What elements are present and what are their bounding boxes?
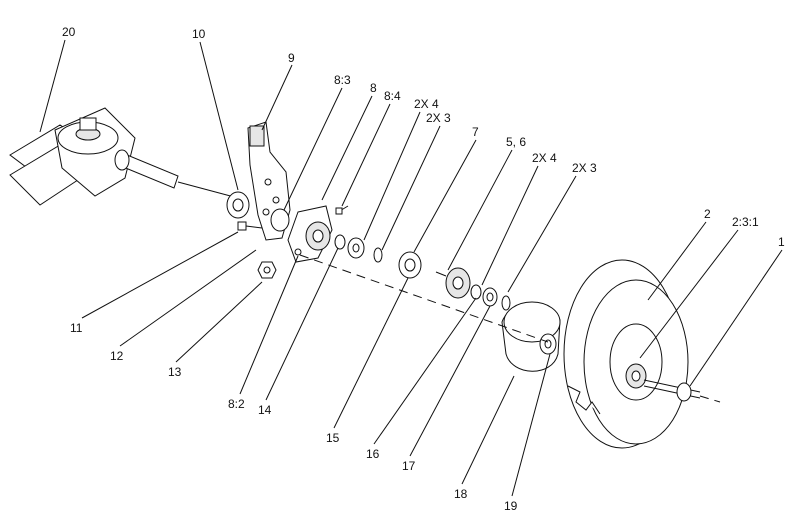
part-washer-2x3a [373, 247, 383, 263]
callout-2: 2 [704, 207, 711, 221]
callout-8-4: 8:4 [384, 89, 401, 103]
callout-18: 18 [454, 487, 468, 501]
callout-2x4-b: 2X 4 [532, 151, 557, 165]
part-5-6-gear [435, 267, 471, 299]
callout-11: 11 [70, 321, 83, 335]
part-15-bearing [347, 237, 365, 259]
part-13-nut [257, 261, 277, 279]
part-20-transmission [9, 107, 239, 206]
callout-8-2: 8:2 [228, 397, 245, 411]
callout-2-3-1: 2:3:1 [732, 215, 759, 229]
callout-19: 19 [504, 499, 518, 513]
part-8-pivot-plate [287, 205, 349, 263]
callout-2x3-b: 2X 3 [572, 161, 597, 175]
part-9-bracket [247, 121, 291, 241]
part-17-bearing [482, 287, 498, 307]
callout-9: 9 [288, 51, 295, 65]
callout-12: 12 [110, 349, 124, 363]
callout-7: 7 [472, 125, 479, 139]
callout-20: 20 [62, 25, 76, 39]
callout-13: 13 [168, 365, 182, 379]
callout-14: 14 [258, 403, 272, 417]
callout-2x3-a: 2X 3 [426, 111, 451, 125]
callout-17: 17 [402, 459, 416, 473]
part-7-bearing [398, 251, 422, 279]
callout-5-6: 5, 6 [506, 135, 526, 149]
callout-8-3: 8:3 [334, 73, 351, 87]
callout-10: 10 [192, 27, 206, 41]
part-11-bolt [237, 221, 263, 231]
callout-1: 1 [778, 235, 785, 249]
leader-lines [39, 39, 783, 497]
part-14-washer [334, 234, 346, 250]
callout-8: 8 [370, 81, 377, 95]
callout-2x4-a: 2X 4 [414, 97, 439, 111]
part-19-axle-cap [539, 333, 557, 355]
callout-labels: 20 10 9 8:3 8 8:4 2X 4 2X 3 7 5, 6 2X 4 … [62, 25, 785, 513]
part-10-spacer [226, 191, 250, 219]
part-washer-2x3b [501, 295, 511, 311]
part-16-washer [470, 284, 482, 300]
callout-16: 16 [366, 447, 380, 461]
part-1-axle-bolt [643, 379, 721, 403]
callout-15: 15 [326, 431, 340, 445]
part-2-wheel [563, 259, 689, 449]
